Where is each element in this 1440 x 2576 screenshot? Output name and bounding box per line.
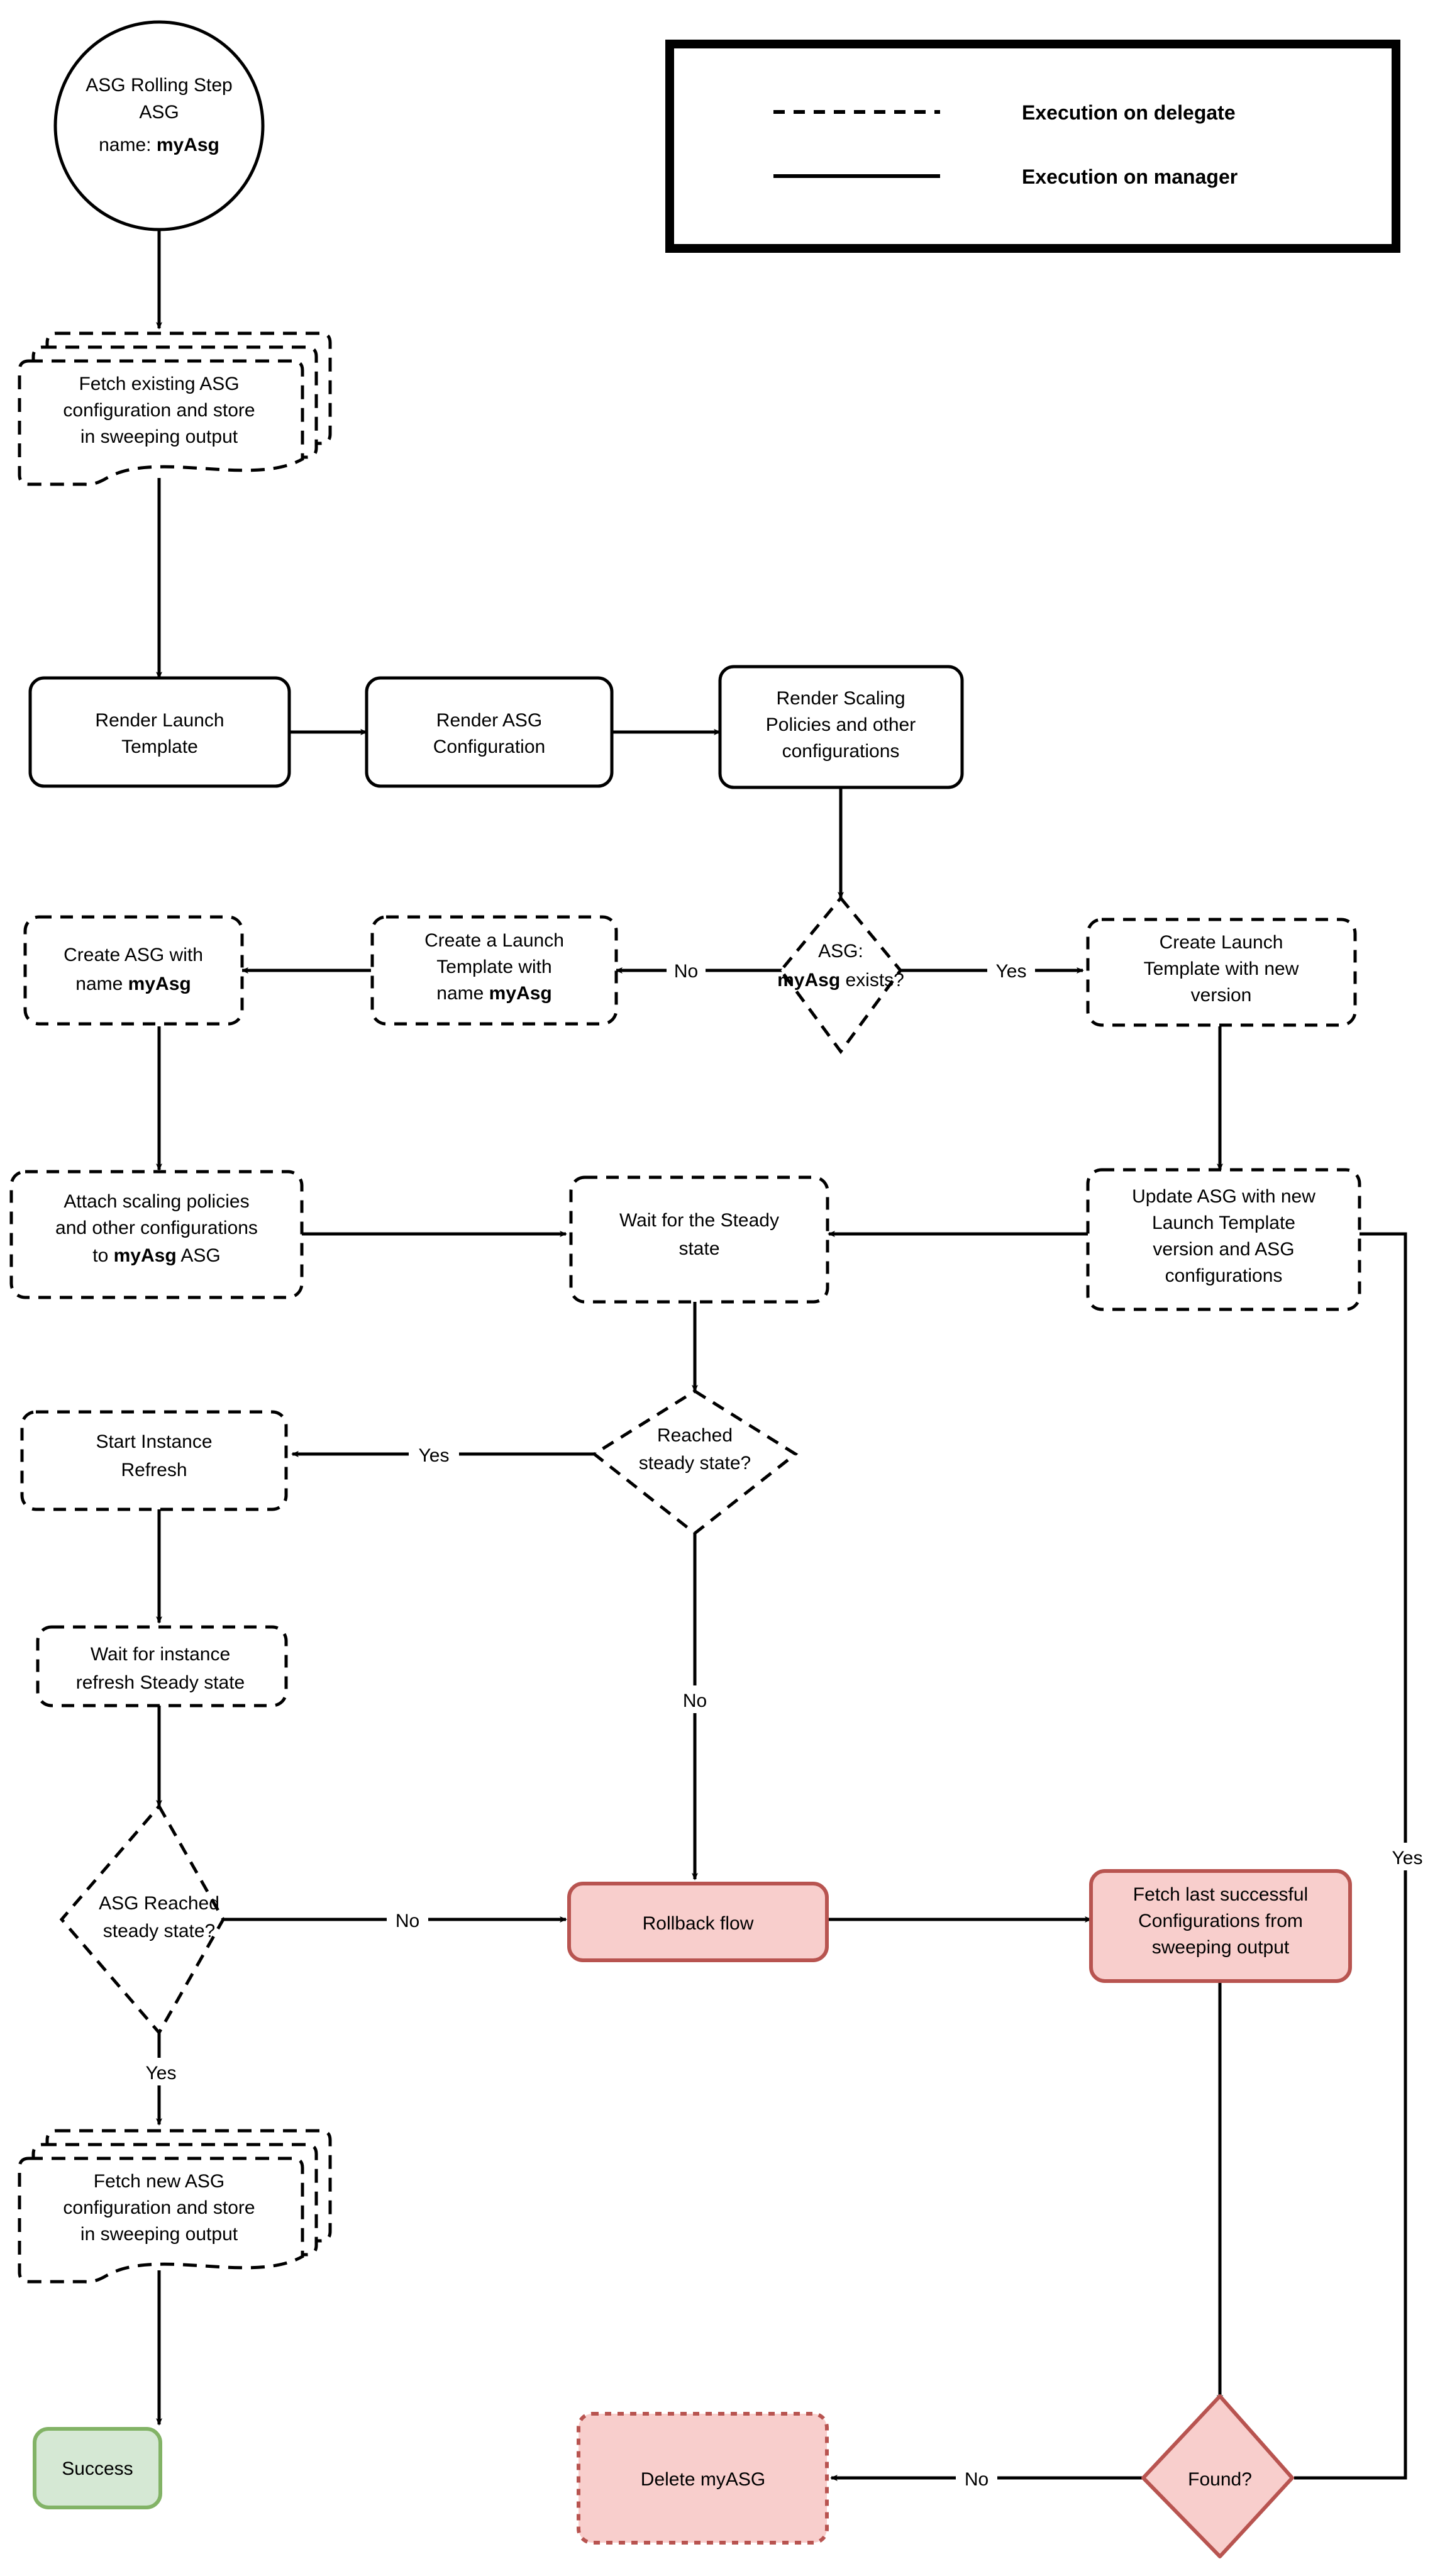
wait-steady-line1: Wait for the Steady <box>619 1210 779 1231</box>
node-render-launch-template[interactable]: Render Launch Template <box>28 676 291 788</box>
create-lt-named-line1: Create a Launch <box>424 930 564 951</box>
attach-suffix: ASG <box>177 1245 221 1266</box>
create-asg-named-bold: myAsg <box>128 974 191 994</box>
attach-line1: Attach scaling policies <box>64 1191 249 1212</box>
node-render-asg-configuration[interactable]: Render ASG Configuration <box>365 676 614 788</box>
start-line1: ASG Rolling Step <box>86 75 232 96</box>
fetch-existing-sheet-1 <box>18 359 304 486</box>
decision-asg-exists-bold: myAsg <box>777 970 840 991</box>
node-fetch-new-asg[interactable]: Fetch new ASG configuration and store in… <box>18 2129 332 2284</box>
legend-label-delegate: Execution on delegate <box>1022 101 1236 124</box>
render-scaling-line2: Policies and other <box>766 714 916 735</box>
attach-line3: to myAsg ASG <box>92 1245 220 1266</box>
update-asg-line4: configurations <box>1165 1265 1283 1286</box>
node-rollback-flow[interactable]: Rollback flow <box>567 1882 829 1962</box>
node-start[interactable]: ASG Rolling Step ASG name: myAsg <box>53 20 265 231</box>
fetch-last-line2: Configurations from <box>1138 1911 1303 1931</box>
edges <box>156 230 1407 2481</box>
fetch-existing-line2: configuration and store <box>63 400 255 421</box>
edge-labels: No Yes Yes No No Yes No Yes <box>137 956 1431 2492</box>
attach-prefix: to <box>92 1245 113 1266</box>
fetch-new-sheet-1 <box>18 2157 304 2284</box>
start-line3: name: myAsg <box>99 135 219 155</box>
wait-refresh-line1: Wait for instance <box>91 1644 230 1665</box>
decision-asgreached-line1: ASG Reached <box>99 1893 219 1914</box>
render-lt-line2: Template <box>121 736 198 757</box>
node-decision-asg-reached-steady[interactable]: ASG Reached steady state? <box>59 1803 225 2036</box>
fetch-existing-line3: in sweeping output <box>80 426 238 447</box>
update-asg-line2: Launch Template <box>1152 1213 1295 1233</box>
node-decision-asg-exists[interactable]: ASG: myAsg exists? <box>777 896 904 1055</box>
wait-steady-line2: state <box>678 1238 719 1259</box>
rollback-label: Rollback flow <box>643 1913 754 1934</box>
create-ltnew-line2: Template with new <box>1144 958 1299 979</box>
create-ltnew-line1: Create Launch <box>1160 932 1283 953</box>
node-delete-myasg[interactable]: Delete myASG <box>577 2412 829 2545</box>
start-line3-prefix: name: <box>99 135 157 155</box>
attach-line2: and other configurations <box>55 1218 258 1238</box>
render-scaling-line1: Render Scaling <box>776 688 905 709</box>
node-create-asg-named[interactable]: Create ASG with name myAsg <box>23 915 244 1026</box>
node-create-launch-template-new-version[interactable]: Create Launch Template with new version <box>1086 918 1357 1027</box>
update-asg-line3: version and ASG <box>1153 1239 1294 1260</box>
node-decision-reached-steady[interactable]: Reached steady state? <box>591 1389 799 1536</box>
decision-asg-exists-line1: ASG: <box>818 941 863 962</box>
label-asgreached-no: No <box>396 1911 419 1931</box>
create-lt-named-line2: Template with <box>436 957 551 977</box>
wait-refresh-line2: refresh Steady state <box>76 1672 245 1693</box>
render-asg-line1: Render ASG <box>436 710 542 731</box>
attach-bold: myAsg <box>114 1245 177 1266</box>
node-wait-instance-refresh[interactable]: Wait for instance refresh Steady state <box>36 1625 288 1707</box>
create-lt-named-line3: name myAsg <box>436 983 551 1004</box>
delete-myasg-label: Delete myASG <box>641 2469 765 2490</box>
node-wait-steady-state[interactable]: Wait for the Steady state <box>569 1175 829 1304</box>
node-start-instance-refresh[interactable]: Start Instance Refresh <box>20 1410 288 1511</box>
decision-reached-line2: steady state? <box>639 1453 751 1474</box>
start-line2: ASG <box>139 102 179 123</box>
start-refresh-line1: Start Instance <box>96 1431 212 1452</box>
label-asgreached-yes: Yes <box>146 2063 177 2084</box>
label-reached-yes: Yes <box>419 1445 450 1466</box>
render-lt-line1: Render Launch <box>95 710 224 731</box>
create-asg-named-line1: Create ASG with <box>64 945 203 965</box>
render-asg-line2: Configuration <box>433 736 545 757</box>
fetch-existing-line1: Fetch existing ASG <box>79 374 239 394</box>
fetch-new-line3: in sweeping output <box>80 2224 238 2245</box>
start-refresh-line2: Refresh <box>121 1460 187 1480</box>
label-reached-no: No <box>683 1690 707 1711</box>
update-asg-line1: Update ASG with new <box>1132 1186 1315 1207</box>
legend: Execution on delegate Execution on manag… <box>665 40 1400 253</box>
create-asg-named-line2: name myAsg <box>75 974 191 994</box>
decision-asg-exists-rest: exists? <box>840 970 904 991</box>
render-scaling-line3: configurations <box>782 741 900 762</box>
success-label: Success <box>62 2458 133 2479</box>
create-asg-named-prefix: name <box>75 974 128 994</box>
decision-asgreached-line2: steady state? <box>103 1921 215 1941</box>
node-render-scaling-policies[interactable]: Render Scaling Policies and other config… <box>718 665 964 789</box>
fetch-new-line2: configuration and store <box>63 2197 255 2218</box>
label-asg-exists-yes: Yes <box>996 961 1027 982</box>
fetch-new-line1: Fetch new ASG <box>94 2171 224 2192</box>
label-asg-exists-no: No <box>674 961 698 982</box>
decision-asg-exists-line2: myAsg exists? <box>777 970 904 991</box>
node-success[interactable]: Success <box>33 2427 162 2509</box>
decision-reached-line1: Reached <box>657 1425 733 1446</box>
node-create-launch-template-named[interactable]: Create a Launch Template with name myAsg <box>370 915 618 1026</box>
create-ltnew-line3: version <box>1191 985 1252 1006</box>
legend-label-manager: Execution on manager <box>1022 165 1238 188</box>
label-found-no: No <box>965 2469 989 2490</box>
node-decision-found[interactable]: Found? <box>1141 2394 1294 2558</box>
fetch-last-line1: Fetch last successful <box>1133 1884 1308 1905</box>
decision-found-label: Found? <box>1188 2469 1252 2490</box>
start-line3-bold: myAsg <box>157 135 219 155</box>
create-lt-named-prefix: name <box>436 983 489 1004</box>
node-update-asg[interactable]: Update ASG with new Launch Template vers… <box>1086 1168 1361 1311</box>
create-lt-named-bold: myAsg <box>489 983 552 1004</box>
label-found-yes: Yes <box>1392 1848 1423 1868</box>
node-fetch-existing-asg[interactable]: Fetch existing ASG configuration and sto… <box>18 331 332 486</box>
fetch-last-line3: sweeping output <box>1152 1937 1290 1958</box>
node-fetch-last-successful[interactable]: Fetch last successful Configurations fro… <box>1089 1869 1352 1983</box>
node-attach-scaling-policies[interactable]: Attach scaling policies and other config… <box>9 1170 304 1299</box>
